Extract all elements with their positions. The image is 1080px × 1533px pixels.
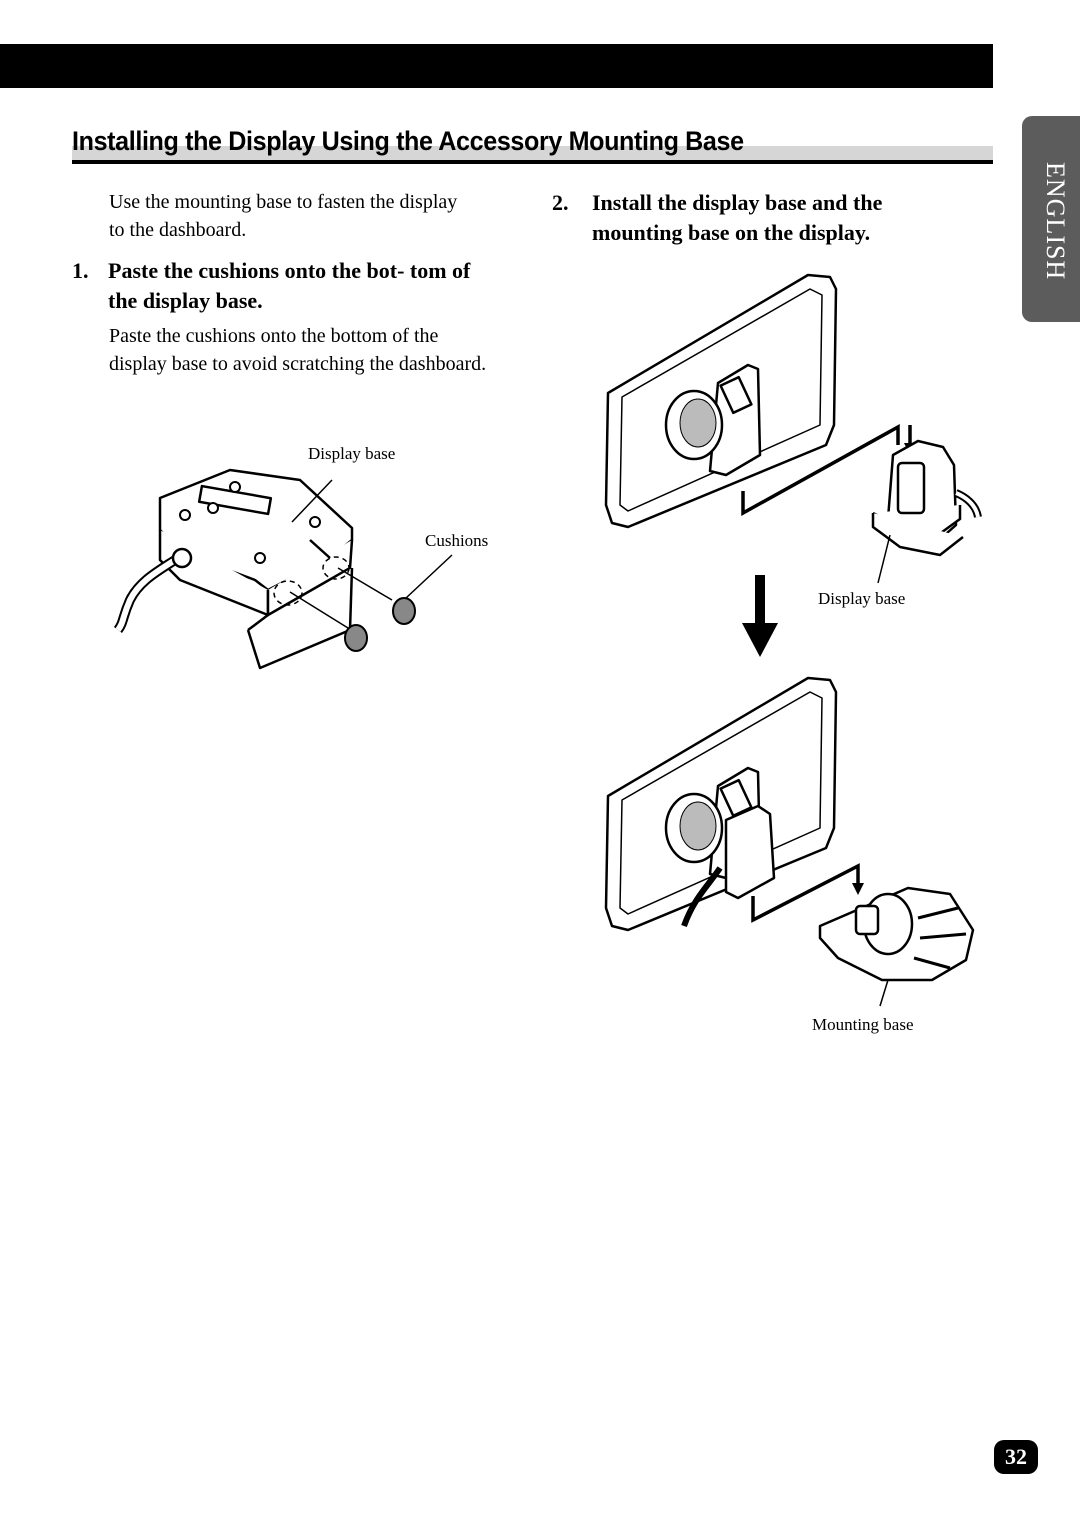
display-base-cushions-illustration: [113, 468, 453, 670]
header-bar: [0, 44, 993, 88]
language-tab: [1022, 116, 1080, 322]
page-number: 32: [994, 1440, 1038, 1474]
section-title: Installing the Display Using the Accesso…: [72, 126, 744, 156]
display-base-label-2: Display base: [818, 589, 906, 608]
intro-text: Use the mounting base to fasten the disp…: [109, 191, 458, 241]
down-arrow-icon: [742, 575, 778, 657]
step-1-number: 1.: [72, 258, 89, 283]
step-1-body: Paste the cushions onto the bottom of th…: [109, 325, 487, 375]
title-underline-band: [72, 146, 993, 164]
step-2-heading: 2. Install the display base and the moun…: [552, 188, 952, 248]
step-2-heading-text: Install the display base and the mountin…: [592, 190, 883, 245]
title-underline: [72, 160, 993, 164]
display-base-label-1: Display base: [308, 444, 396, 463]
step-2-number: 2.: [552, 190, 569, 215]
step-1-heading-text: Paste the cushions onto the bot- tom of …: [108, 258, 471, 313]
step-1-heading: 1. Paste the cushions onto the bot- tom …: [72, 256, 472, 316]
display-with-display-base-illustration: [604, 273, 982, 584]
cushions-label: Cushions: [425, 531, 489, 550]
display-with-mounting-base-illustration: [604, 676, 975, 1007]
language-tab-label: ENGLISH: [1041, 162, 1070, 281]
mounting-base-label: Mounting base: [812, 1015, 914, 1034]
